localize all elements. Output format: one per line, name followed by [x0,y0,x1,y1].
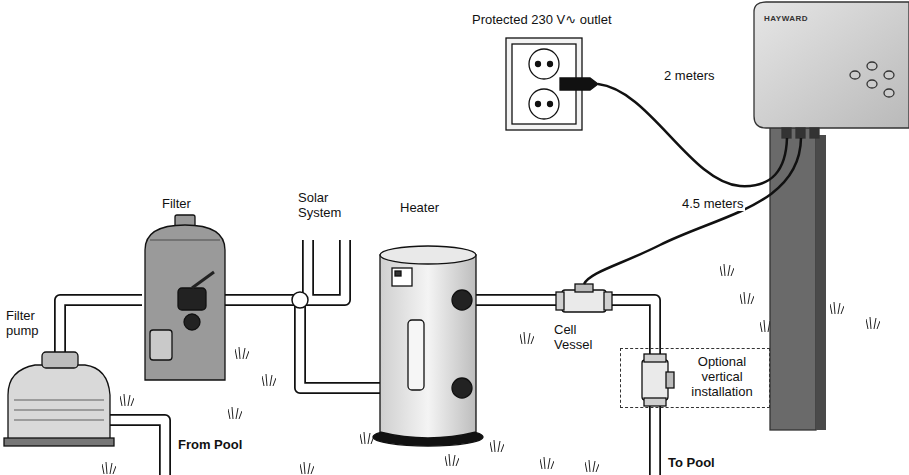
part-label: From Pool [176,437,244,452]
controller [754,2,909,430]
part-label: 2 meters [662,68,717,83]
part-label: Solar System [296,190,352,220]
part-label: Cell Vessel [552,322,610,352]
option-note: Optional vertical installation [679,354,765,399]
part-label: Filter pump [4,308,52,338]
part-label: Filter [160,196,193,211]
part-label: To Pool [666,455,717,470]
heater [373,246,483,446]
cell-vessel [556,284,612,312]
filter-tank [145,215,225,380]
power-outlet [506,38,598,130]
part-label: Protected 230 V∿ outlet [470,12,614,27]
solar-valve [292,292,308,308]
part-label: Heater [398,200,441,215]
dashed-option-box: Optional vertical installation [620,348,770,408]
brand-logo: HAYWARD [762,14,810,23]
cables [584,84,801,284]
filter-pump [4,352,114,446]
vertical-cell-vessel [642,354,674,406]
part-label: 4.5 meters [680,196,745,211]
